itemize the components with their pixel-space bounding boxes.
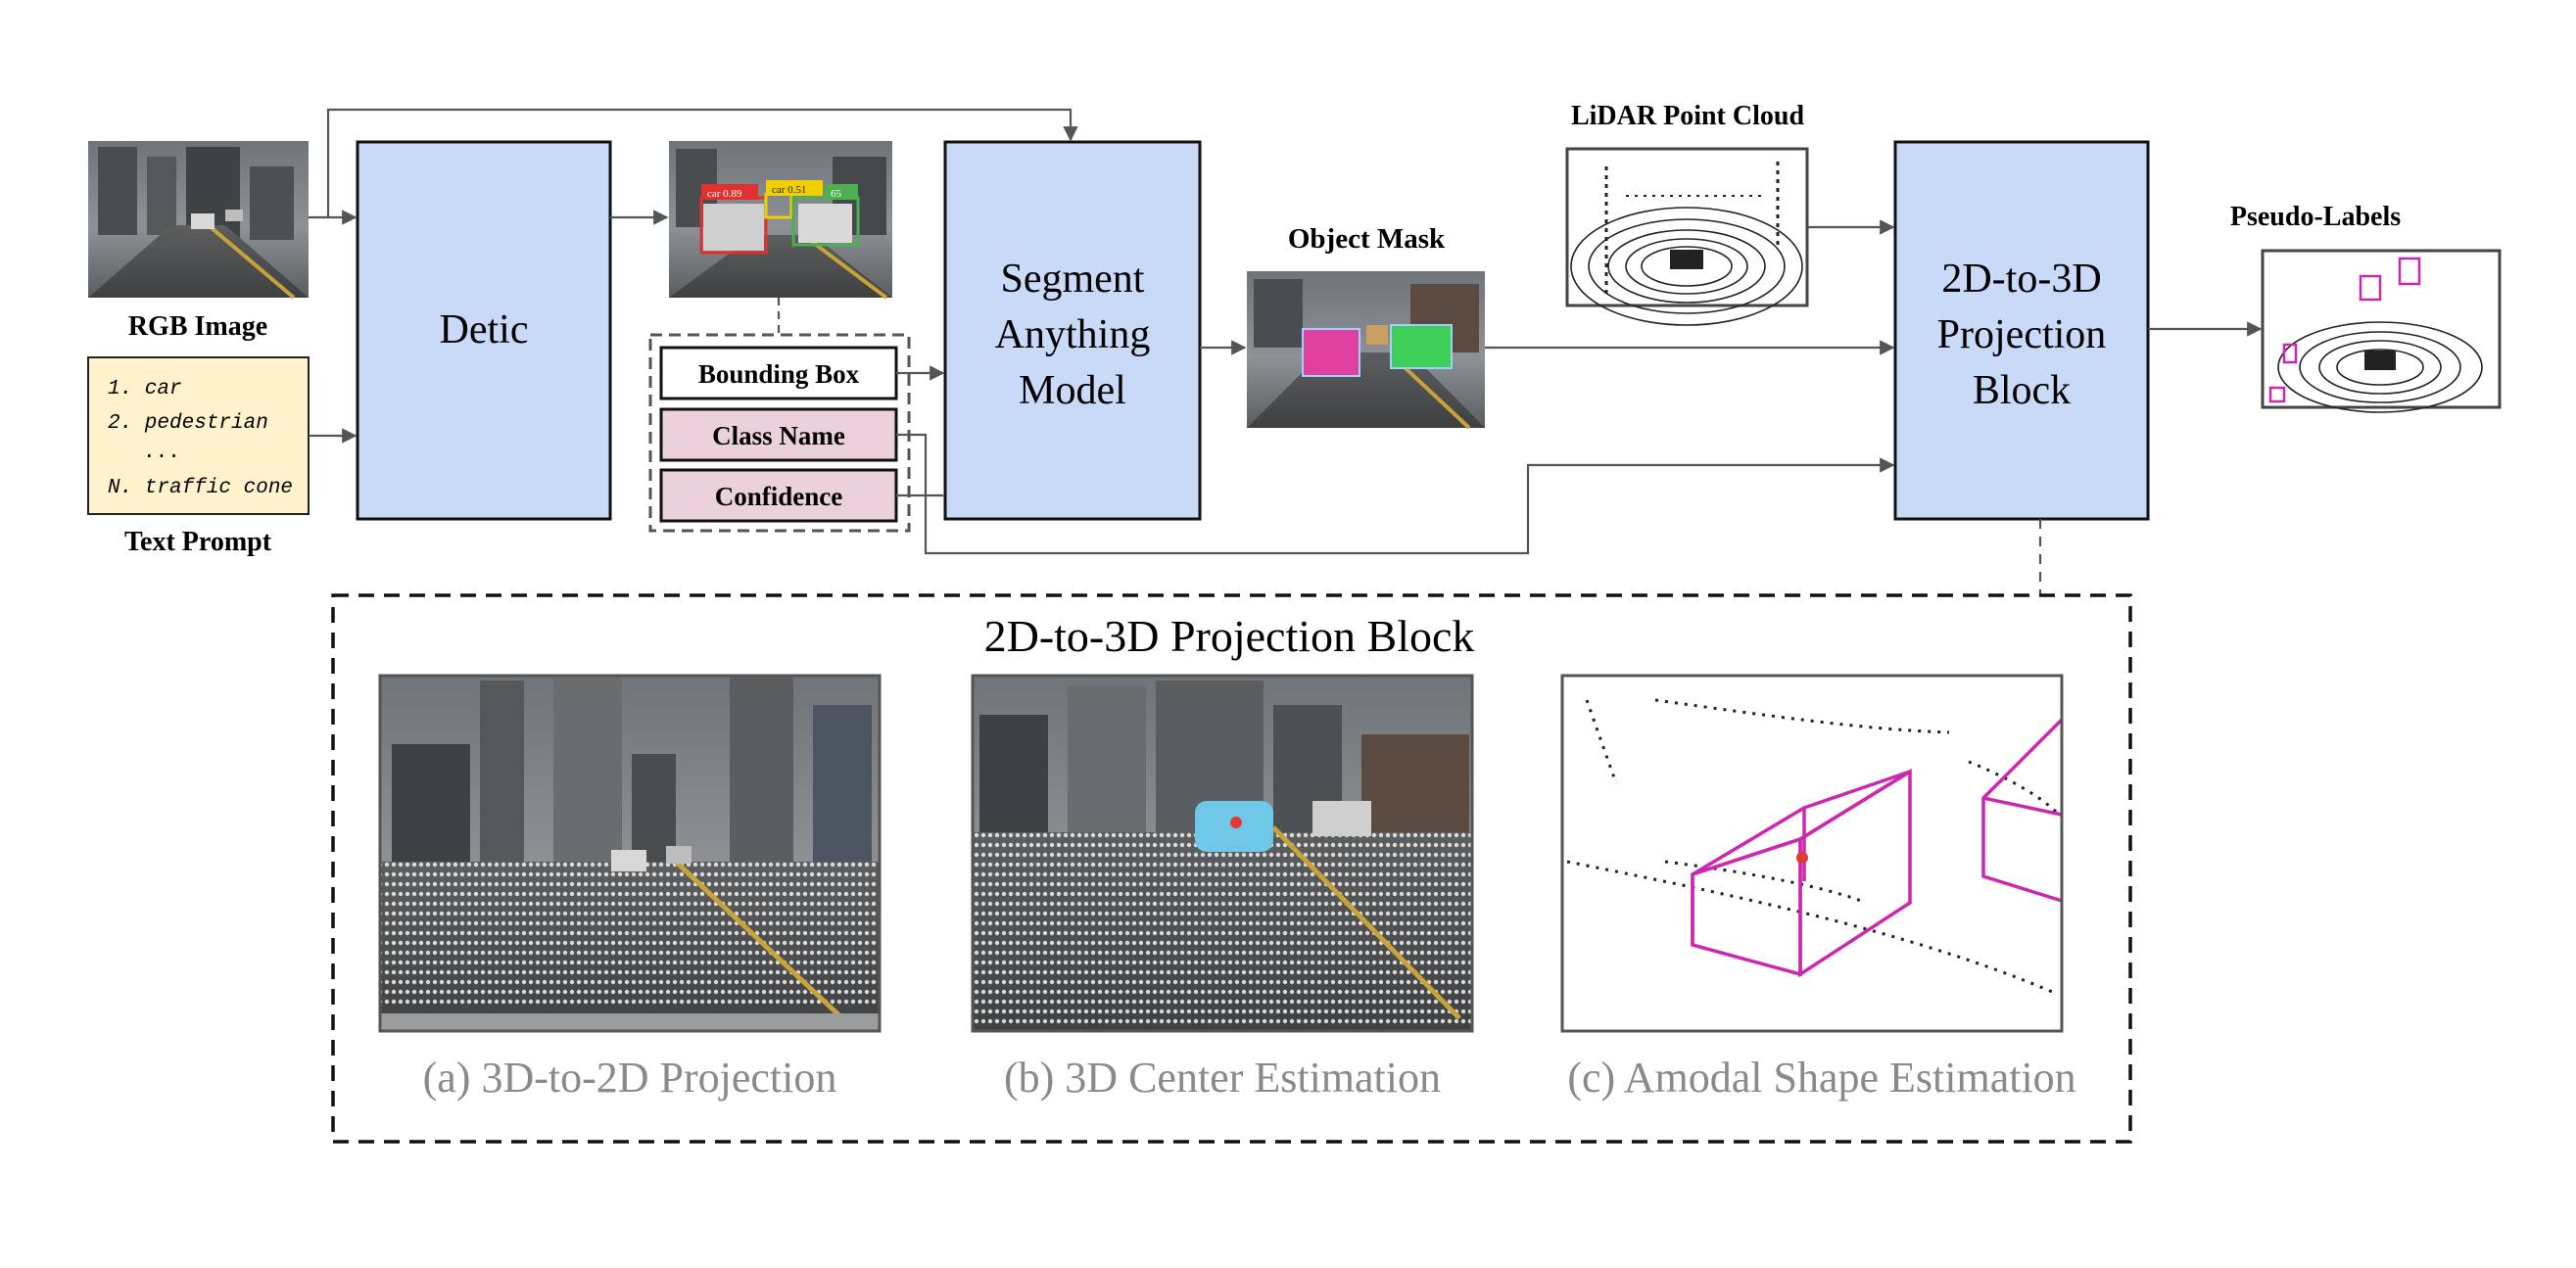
sam-label-line-1: Segment [1001,257,1145,302]
class-name-output [659,407,898,462]
text-prompt-box [87,356,310,515]
mask-car-green [1390,324,1453,369]
detection-label-1: car 0.89 [707,188,742,200]
sam-module [943,140,1202,521]
panel-b-image [971,674,1474,1033]
panel-b-caption: (b) 3D Center Estimation [1004,1054,1441,1102]
class-name-label: Class Name [712,421,845,450]
projection-detail-title: 2D-to-3D Projection Block [984,611,1475,661]
amodal-box-partial [1981,718,2064,903]
amodal-box-main [1691,768,1912,978]
detic-label: Detic [440,307,529,352]
detection-label-3: 65 [831,188,842,200]
object-mask-image [1247,271,1485,430]
panel-c-caption: (c) Amodal Shape Estimation [1567,1054,2075,1102]
pseudo-labels-image [2261,249,2502,413]
sam-label-line-3: Model [1019,368,1126,413]
sam-label-line-2: Anything [995,312,1151,357]
bounding-box-label: Bounding Box [698,359,860,389]
projection-detail-panel [331,593,2132,1144]
center-point [1230,817,1242,828]
pseudo-labels-label: Pseudo-Labels [2230,202,2401,232]
detection-outputs-group [648,333,911,533]
panel-a-caption: (a) 3D-to-2D Projection [423,1054,837,1102]
object-mask-label: Object Mask [1288,223,1446,255]
rgb-image-label: RGB Image [128,311,267,342]
panel-c-image [1560,674,2064,1033]
text-prompt-label: Text Prompt [124,527,272,557]
confidence-label: Confidence [715,482,843,511]
mask-car-magenta [1302,328,1360,377]
detic-module [356,140,612,521]
projection-label-line-3: Block [1973,368,2071,413]
rgb-image [88,141,309,300]
projection-label-line-2: Projection [1937,312,2107,357]
panel-a-image [378,674,882,1033]
projection-module [1893,140,2150,521]
prompt-line-2: 2. pedestrian [108,412,268,435]
prompt-line-1: 1. car [108,378,182,400]
estimated-center-point [1796,852,1808,864]
prompt-line-3: ... [143,442,180,464]
projection-label-line-1: 2D-to-3D [1941,257,2101,302]
pipeline-connectors [309,108,2263,595]
lidar-label: LiDAR Point Cloud [1571,101,1804,131]
prompt-line-4: N. traffic cone [108,477,293,499]
detection-label-2: car 0.51 [772,184,806,196]
detection-image: car 0.89 car 0.51 65 [669,141,892,300]
lidar-image [1565,147,1809,326]
confidence-output [659,468,898,523]
